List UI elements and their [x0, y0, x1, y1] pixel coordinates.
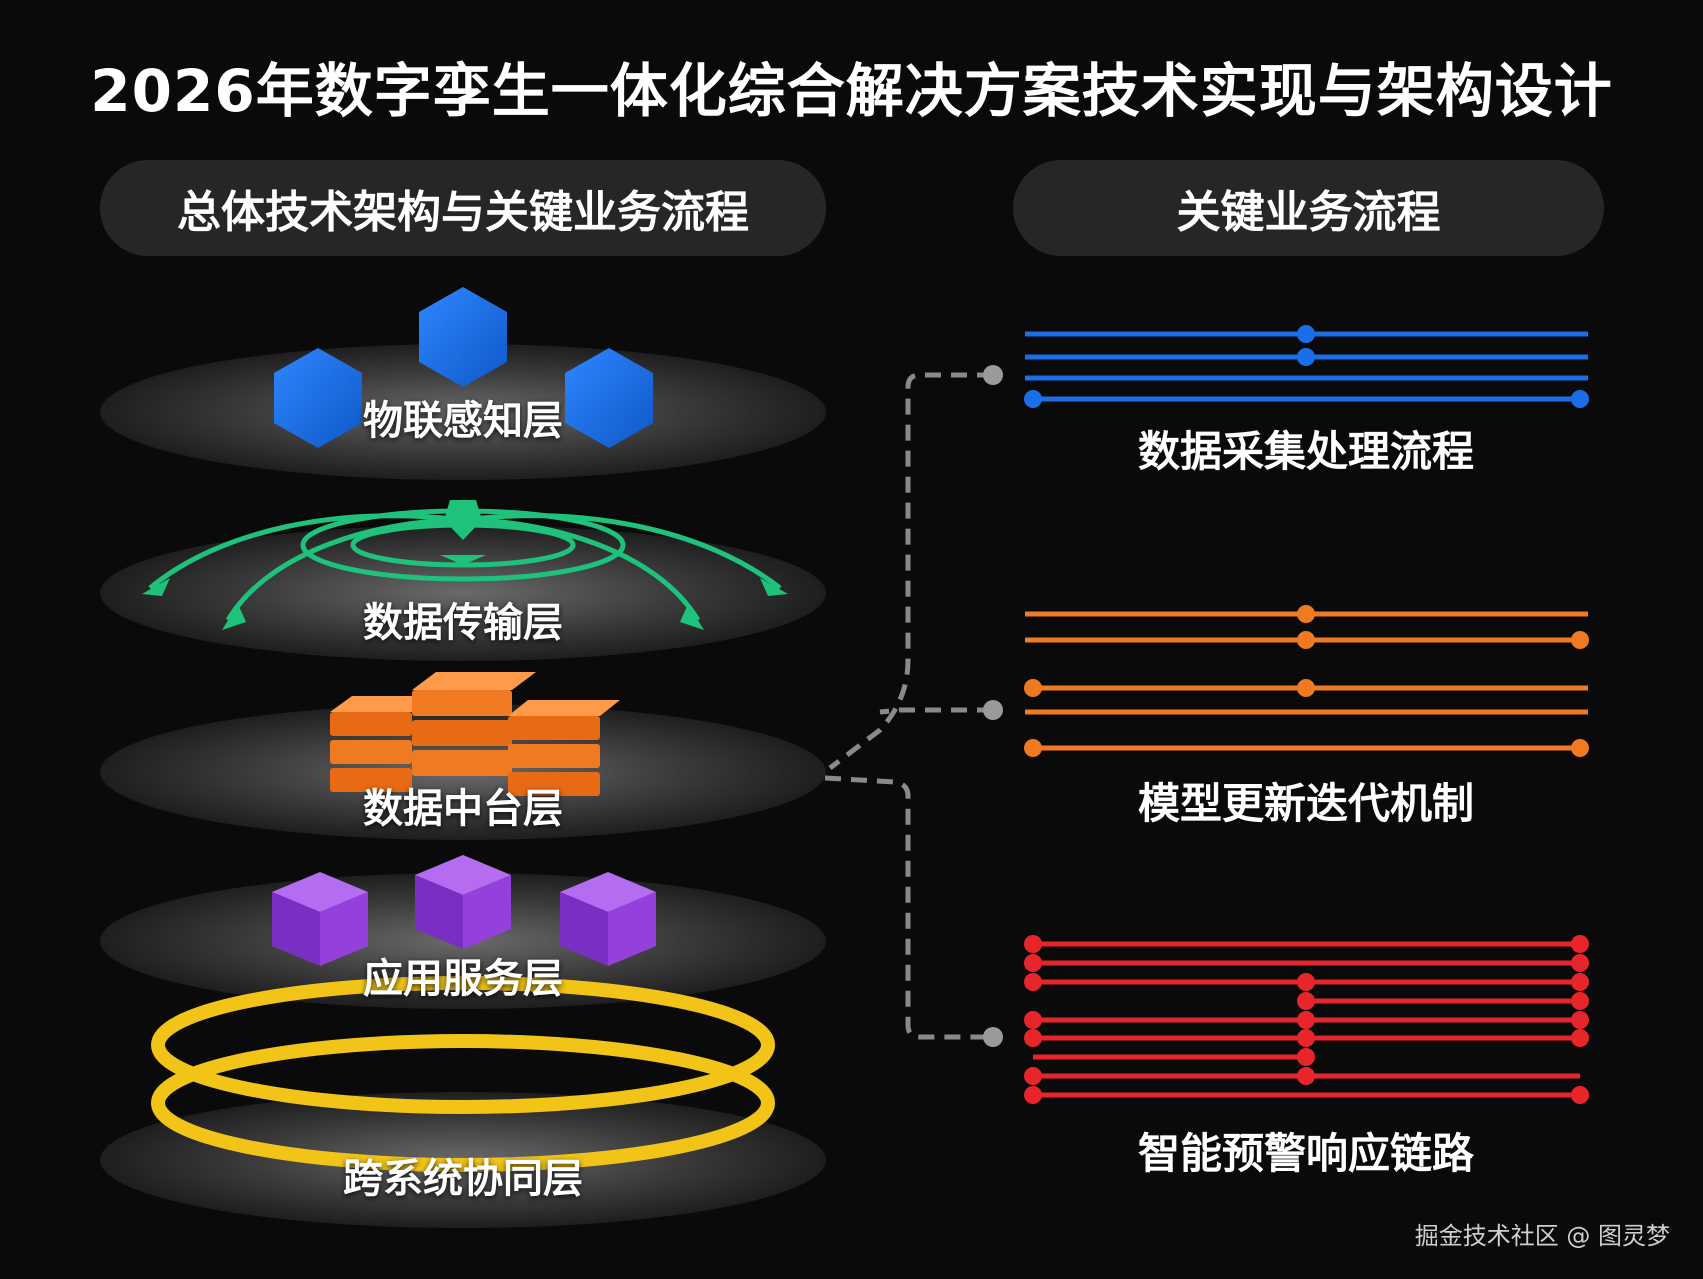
layer-label-platform: 数据中台层: [363, 786, 563, 832]
watermark: 掘金技术社区 @ 图灵梦: [1414, 1222, 1670, 1250]
flow-lines-model-update: [1024, 605, 1589, 757]
ring-icon: [151, 976, 775, 1172]
layer-label-application: 应用服务层: [363, 956, 563, 1002]
hexagon-icon: [274, 348, 362, 448]
page-title: 2026年数字孪生一体化综合解决方案技术实现与架构设计: [90, 57, 1613, 125]
flow-label-model-update: 模型更新迭代机制: [1137, 779, 1474, 828]
arrowhead-icon: [142, 500, 788, 630]
cube-icon: [272, 872, 368, 966]
dashed-connector: [824, 372, 993, 1040]
cube-icon: [415, 855, 511, 949]
flow-lines-data-collection: [1024, 325, 1589, 408]
flow-label-data-collection: 数据采集处理流程: [1137, 427, 1474, 476]
architecture-header: 总体技术架构与关键业务流程: [100, 160, 826, 256]
hexagon-icon: [419, 287, 507, 387]
connector-node: [983, 365, 1003, 1047]
flows-header: 关键业务流程: [1013, 160, 1604, 256]
hexagon-icon: [565, 348, 653, 448]
cube-icon: [560, 872, 656, 966]
layer-disc-transport: [100, 525, 826, 661]
server-stack-icon: [330, 672, 620, 796]
layer-label-sensing: 物联感知层: [363, 398, 563, 444]
flow-label-alert-response: 智能预警响应链路: [1137, 1129, 1474, 1178]
layer-label-transport: 数据传输层: [363, 600, 563, 646]
layer-label-collaboration: 跨系统协同层: [343, 1156, 583, 1202]
flow-lines-alert-response: [1024, 935, 1589, 1104]
